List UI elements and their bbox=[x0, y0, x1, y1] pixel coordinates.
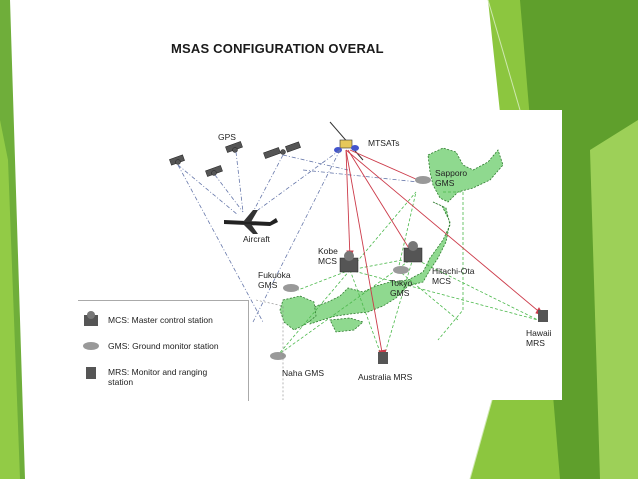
signal-australia bbox=[345, 149, 384, 359]
australia-mrs-icon bbox=[378, 352, 388, 364]
gps-satellite-2 bbox=[225, 141, 243, 153]
mtsat-signals bbox=[345, 149, 544, 360]
link-tokyo-sapporo bbox=[397, 191, 417, 271]
signal-sapporo bbox=[349, 149, 419, 181]
japan-map bbox=[279, 147, 504, 333]
link-kobe-hitachi bbox=[349, 257, 414, 271]
left-green-accent bbox=[0, 120, 20, 479]
gps-mtsat-link bbox=[282, 154, 349, 171]
fukuoka-gms-icon bbox=[283, 284, 299, 292]
gps-satellite-1 bbox=[169, 154, 185, 166]
hawaii-mrs-icon bbox=[538, 310, 548, 322]
mrs-icon bbox=[86, 367, 96, 379]
australia-label: Australia MRS bbox=[358, 372, 413, 382]
gps-satellite-4 bbox=[263, 141, 301, 159]
naha-gms-icon bbox=[270, 352, 286, 360]
honshu-shape bbox=[307, 201, 451, 325]
link-hitachi-australia bbox=[382, 257, 414, 361]
slide-title: MSAS CONFIGURATION OVERAL bbox=[171, 41, 384, 56]
aircraft-label: Aircraft bbox=[243, 234, 270, 244]
gps-satellite-3 bbox=[205, 165, 223, 177]
link-kobe-australia bbox=[349, 269, 384, 361]
signal-kobe bbox=[345, 149, 351, 259]
ranging-path bbox=[437, 191, 464, 341]
tokyo-gms-icon bbox=[393, 266, 409, 274]
gps-sapporo-link bbox=[302, 169, 419, 183]
link-kobe-fukuoka bbox=[297, 269, 351, 291]
shikoku-shape bbox=[329, 317, 364, 333]
mtsats-label: MTSATs bbox=[368, 138, 400, 148]
mtsat-aircraft-link bbox=[257, 149, 341, 211]
kobe-mcs-icon bbox=[339, 251, 359, 273]
gps-link-1 bbox=[177, 164, 239, 216]
link-hitachi-hawaii bbox=[412, 257, 539, 321]
right-light-green-panel bbox=[590, 120, 638, 479]
gps-link-2 bbox=[235, 151, 244, 213]
hitachi-mcs-icon bbox=[403, 241, 423, 263]
mtsat-legend-link bbox=[252, 149, 341, 323]
naha-label: Naha GMS bbox=[282, 368, 325, 378]
diagram-graphics bbox=[169, 121, 548, 400]
signal-hitachi bbox=[347, 149, 411, 251]
gps-satellites bbox=[169, 141, 301, 177]
mtsat-links bbox=[252, 149, 341, 323]
gps-links bbox=[177, 151, 419, 323]
gps-link-4 bbox=[252, 154, 284, 213]
kyushu-shape bbox=[279, 295, 317, 331]
link-tokyo-east bbox=[397, 269, 459, 321]
ground-links bbox=[277, 191, 539, 361]
hokkaido-shape bbox=[427, 147, 504, 203]
link-kobe-hawaii bbox=[349, 269, 539, 321]
link-kobe-sapporo bbox=[349, 191, 417, 271]
aircraft-icon bbox=[224, 210, 278, 234]
gps-link-long bbox=[177, 164, 264, 323]
gps-link-3 bbox=[214, 174, 244, 213]
gms-icon bbox=[83, 342, 99, 350]
legend-border bbox=[255, 299, 284, 400]
mcs-icon bbox=[84, 311, 98, 326]
sapporo-gms-icon bbox=[415, 176, 431, 184]
panel-edge-line bbox=[487, 0, 521, 111]
signal-hawaii bbox=[345, 149, 544, 316]
link-kobe-naha bbox=[277, 269, 351, 356]
legend: MCS: Master control station GMS: Ground … bbox=[78, 300, 249, 401]
gps-label: GPS bbox=[218, 132, 236, 142]
link-hitachi-naha bbox=[277, 257, 414, 356]
